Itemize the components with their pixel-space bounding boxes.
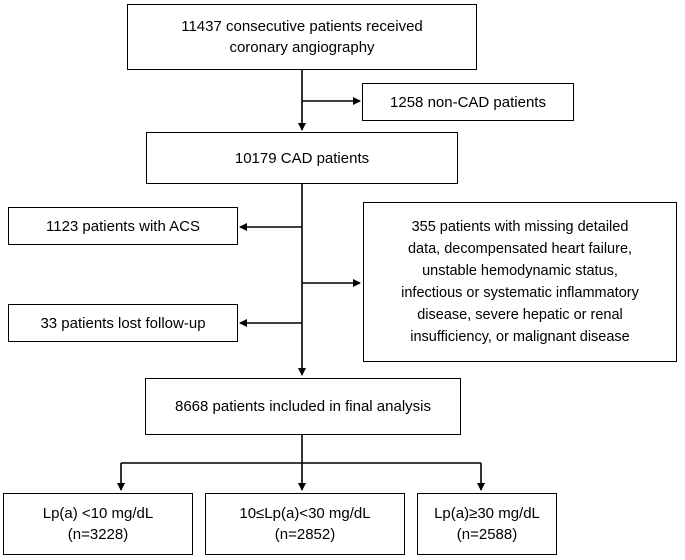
group-mid-line-2: (n=2852) [274,526,336,543]
angiography-line-2: coronary angiography [229,39,375,56]
excluded-line-3: unstable hemodynamic status, [422,263,618,279]
lost-followup-box: 33 patients lost follow-up [8,304,238,342]
lost-followup-label: 33 patients lost follow-up [40,314,206,332]
group-mid-box: 10≤Lp(a)<30 mg/dL (n=2852) [205,493,405,555]
excluded-line-6: insufficiency, or malignant disease [410,329,630,345]
excluded-line-4: infectious or systematic inflammatory [401,285,639,301]
group-high-line-2: (n=2588) [456,526,518,543]
group-low-box: Lp(a) <10 mg/dL (n=3228) [3,493,193,555]
final-analysis-box: 8668 patients included in final analysis [145,378,461,435]
angiography-line-1: 11437 consecutive patients received [181,18,423,35]
angiography-box: 11437 consecutive patients received coro… [127,4,477,70]
cad-label: 10179 CAD patients [234,149,370,167]
group-mid-line-1: 10≤Lp(a)<30 mg/dL [239,505,371,522]
final-analysis-label: 8668 patients included in final analysis [174,398,431,415]
group-high-box: Lp(a)≥30 mg/dL (n=2588) [417,493,557,555]
group-low-line-2: (n=3228) [67,526,129,543]
excluded-line-1: 355 patients with missing detailed [411,219,629,235]
excluded-box: 355 patients with missing detailed data,… [363,202,677,362]
group-low-line-1: Lp(a) <10 mg/dL [42,505,154,522]
acs-label: 1123 patients with ACS [46,217,200,235]
non-cad-label: 1258 non-CAD patients [390,93,546,111]
non-cad-box: 1258 non-CAD patients [362,83,574,121]
excluded-line-2: data, decompensated heart failure, [407,241,633,257]
excluded-line-5: disease, severe hepatic or renal [417,307,623,323]
cad-box: 10179 CAD patients [146,132,458,184]
group-high-line-1: Lp(a)≥30 mg/dL [434,505,540,522]
acs-box: 1123 patients with ACS [8,207,238,245]
